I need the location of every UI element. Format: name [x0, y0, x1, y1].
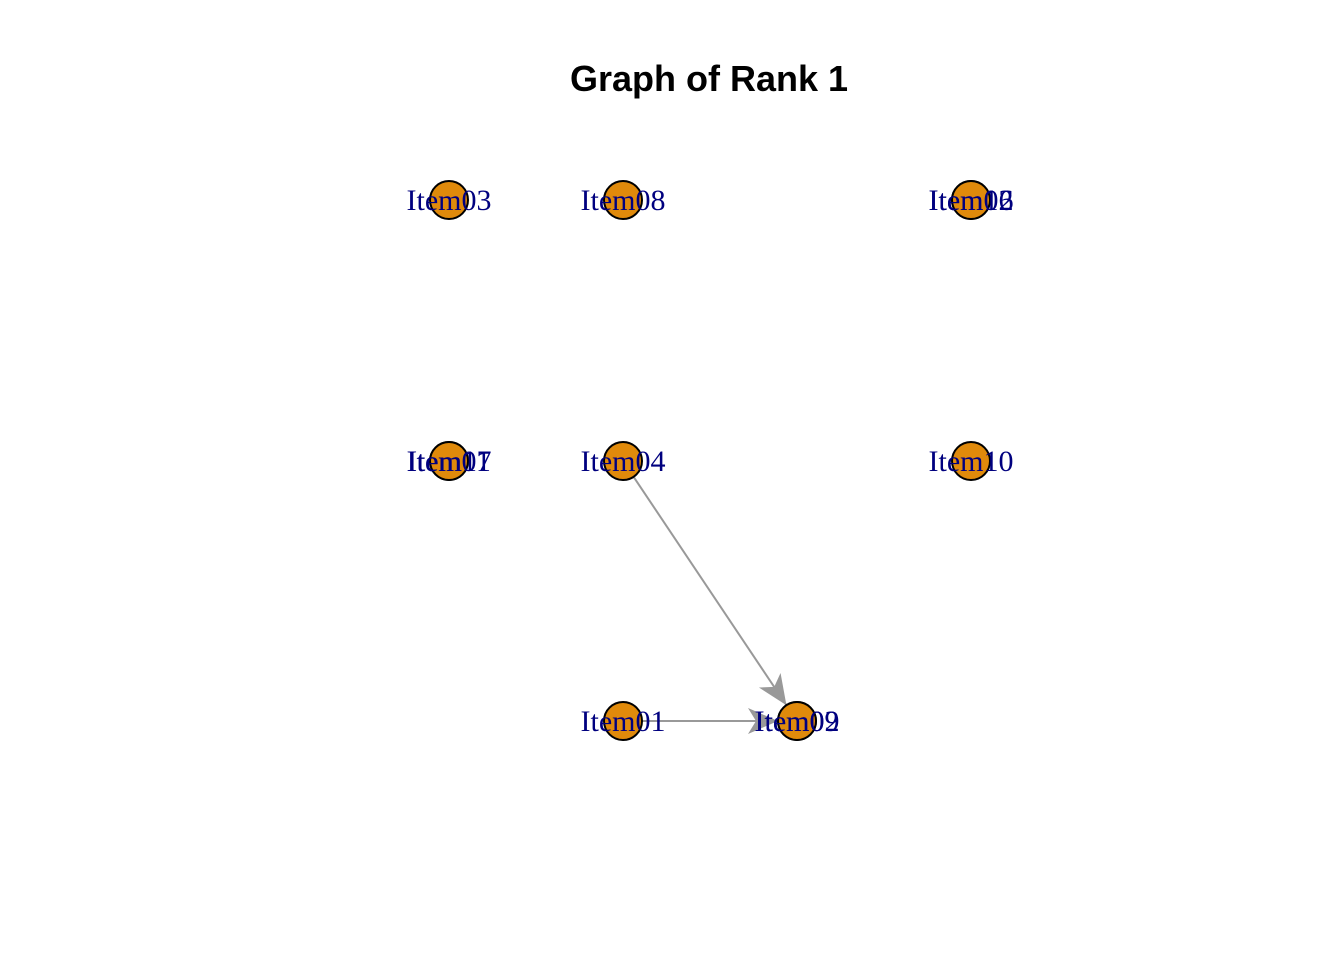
node-label: Item02 [755, 705, 840, 738]
node-label: Item09 [755, 705, 840, 738]
arrowhead [748, 708, 778, 734]
node-label: Item04 [581, 445, 666, 478]
node-label: Item08 [581, 184, 666, 217]
node-label: Item03 [407, 184, 492, 217]
node-Item04[interactable] [603, 441, 643, 481]
node-Item11[interactable] [429, 441, 469, 481]
arrowhead [758, 673, 787, 706]
edge-Item04-Item09 [632, 476, 787, 705]
node-Item01[interactable] [603, 701, 643, 741]
node-label: Item11 [407, 445, 491, 478]
node-Item10[interactable] [951, 441, 991, 481]
node-Item12[interactable] [951, 180, 991, 220]
node-label: Item12 [929, 184, 1014, 217]
node-label: Item06 [929, 184, 1014, 217]
node-Item08[interactable] [603, 180, 643, 220]
node-label: Item10 [929, 445, 1014, 478]
node-label: Item01 [581, 705, 666, 738]
node-Item02[interactable] [777, 701, 817, 741]
node-label: Item07 [407, 445, 492, 478]
graph-title: Graph of Rank 1 [569, 58, 849, 99]
node-Item03[interactable] [429, 180, 469, 220]
